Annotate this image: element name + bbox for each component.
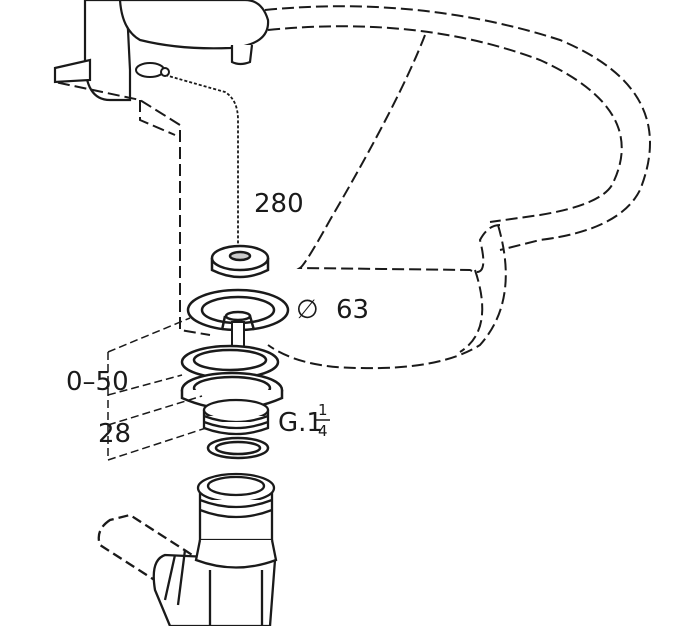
upper-gasket bbox=[180, 344, 280, 380]
dimension-lines bbox=[107, 317, 207, 461]
washer bbox=[206, 436, 270, 460]
thickness-range-label: 0–50 bbox=[66, 367, 129, 397]
threaded-body bbox=[202, 398, 270, 436]
thread-fraction-denominator: 4 bbox=[318, 422, 328, 440]
chain bbox=[164, 74, 239, 245]
basin-outline bbox=[54, 5, 651, 370]
thread-label: G.1 bbox=[278, 408, 323, 438]
trap-siphon bbox=[97, 472, 278, 626]
drain-plug bbox=[210, 244, 270, 279]
thread-fraction-numerator: 1 bbox=[318, 401, 328, 419]
faucet bbox=[53, 0, 270, 102]
chain-clip-icon bbox=[135, 62, 170, 78]
diameter-symbol: ∅ bbox=[296, 295, 319, 325]
diameter-label: 63 bbox=[336, 295, 369, 325]
chain-length-label: 280 bbox=[254, 189, 304, 219]
height-label: 28 bbox=[98, 419, 131, 449]
